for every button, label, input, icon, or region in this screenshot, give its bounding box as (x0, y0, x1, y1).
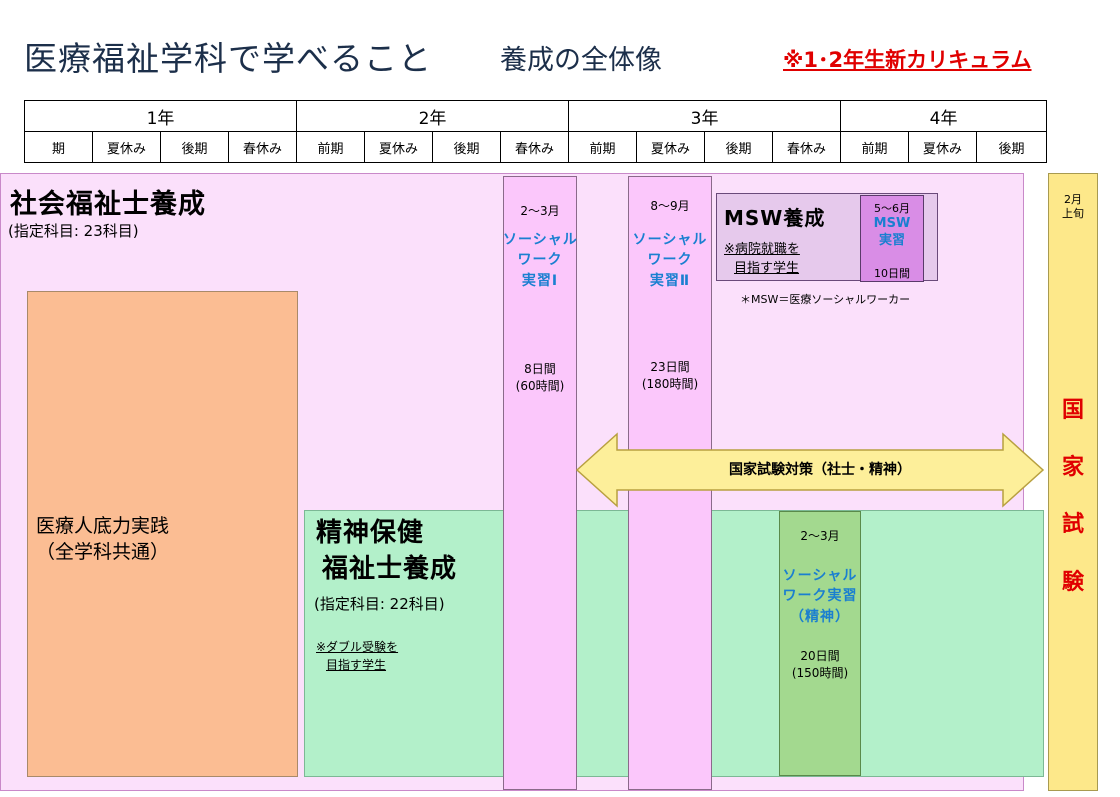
practicum-1-name-line1: ソーシャル (503, 232, 578, 248)
year-cell-2: 2年 (296, 100, 570, 132)
term-cell: 夏休み (364, 131, 434, 163)
msw-practicum-name: MSW 実習 (862, 216, 922, 250)
practicum-1-column (503, 176, 577, 790)
msw-practicum-box (860, 195, 924, 282)
mental-health-title-line2: 福祉士養成 (322, 553, 458, 584)
timeline-terms-row: 期 夏休み 後期 春休み 前期 夏休み 後期 春休み 前期 夏休み 後期 春休み… (24, 131, 1048, 163)
practicum-3-name-line2: ワーク実習 (782, 588, 858, 605)
practicum-3-duration: 20日間 (150時間) (779, 648, 861, 683)
term-cell: 前期 (840, 131, 910, 163)
mental-health-subtitle: (指定科目: 22科目) (314, 595, 445, 613)
practicum-1-name-line2: ワーク (517, 252, 563, 269)
msw-practicum-name-line1: MSW (873, 216, 911, 231)
national-exam-char: 国 (1061, 398, 1084, 423)
term-cell: 後期 (704, 131, 774, 163)
year-cell-4: 4年 (840, 100, 1048, 132)
practicum-1-days: 8日間 (524, 362, 556, 376)
term-cell: 春休み (500, 131, 570, 163)
term-cell: 春休み (772, 131, 842, 163)
practicum-3-name-line1: ソーシャル (782, 568, 858, 584)
term-cell: 夏休み (908, 131, 978, 163)
practicum-2-name-line2: ワーク (647, 252, 693, 269)
year-cell-1: 1年 (23, 100, 298, 132)
practicum-1-name-line3: 実習Ⅰ (521, 272, 559, 289)
practicum-3-period: 2〜3月 (800, 529, 840, 543)
mental-health-note-line1: ※ダブル受験を (316, 640, 399, 654)
mental-health-title-line1: 精神保健 (316, 518, 425, 548)
national-exam-char: 試 (1061, 512, 1084, 538)
msw-practicum-days: 10日間 (874, 267, 910, 280)
msw-note-line1: ※病院就職を (724, 242, 800, 257)
exam-prep-arrow (575, 432, 1045, 508)
practicum-2-duration: 23日間 (180時間) (628, 359, 712, 394)
page-title: 医療福祉学科で学べること (24, 39, 432, 78)
term-cell: 後期 (976, 131, 1048, 163)
term-cell: 後期 (160, 131, 229, 163)
term-cell: 夏休み (636, 131, 706, 163)
page-subtitle: 養成の全体像 (500, 45, 662, 76)
common-practice-block (27, 291, 298, 777)
term-cell: 夏休み (92, 131, 161, 163)
msw-practicum-name-line2: 実習 (878, 232, 905, 248)
term-cell: 後期 (432, 131, 502, 163)
national-exam-char: 家 (1061, 455, 1084, 481)
msw-footnote: ＊MSW＝医療ソーシャルワーカー (740, 293, 911, 306)
practicum-1-name: ソーシャル ワーク 実習Ⅰ (503, 230, 577, 291)
practicum-3-hours: (150時間) (791, 666, 849, 681)
national-exam-column (1048, 173, 1098, 791)
msw-practicum-period: 5〜6月 (874, 202, 910, 215)
national-exam-timing: 2月 上旬 (1048, 193, 1098, 222)
practicum-3-name-line3: （精神） (790, 608, 850, 625)
practicum-1-period: 2〜3月 (520, 204, 560, 218)
exam-prep-arrow-shape (575, 432, 1045, 508)
national-exam-char: 験 (1061, 569, 1084, 595)
msw-title: MSW養成 (724, 206, 826, 230)
term-cell: 春休み (227, 131, 298, 163)
msw-note: ※病院就職を 目指す学生 (724, 241, 800, 279)
practicum-2-name-line1: ソーシャル (632, 232, 708, 248)
common-practice-line2: （全学科共通） (36, 541, 170, 564)
term-cell: 前期 (568, 131, 638, 163)
mental-health-note: ※ダブル受験を 目指す学生 (316, 638, 398, 674)
national-exam-label: 国 家 試 験 (1048, 382, 1098, 611)
practicum-3-column (779, 511, 861, 776)
curriculum-note: ※1･2年生新カリキュラム (783, 48, 1032, 72)
timeline-table: 1年 2年 3年 4年 期 夏休み 後期 春休み 前期 夏休み 後期 春休み 前… (23, 100, 1048, 163)
social-work-subtitle: (指定科目: 23科目) (8, 222, 139, 240)
mental-health-note-line2: 目指す学生 (326, 658, 387, 672)
common-practice-line1: 医療人底力実践 (36, 515, 170, 537)
mental-health-title: 精神保健 福祉士養成 (316, 516, 457, 588)
exam-prep-label: 国家試験対策（社士・精神） (729, 462, 911, 478)
practicum-2-name-line3: 実習Ⅱ (649, 272, 691, 289)
practicum-2-hours: (180時間) (641, 377, 699, 392)
term-cell: 期 (24, 131, 93, 163)
term-cell: 前期 (296, 131, 366, 163)
practicum-3-days: 20日間 (800, 649, 840, 663)
practicum-2-days: 23日間 (650, 360, 690, 374)
social-work-title: 社会福祉士養成 (10, 189, 206, 220)
msw-note-line2: 目指す学生 (734, 260, 800, 276)
national-exam-month: 2月 (1064, 193, 1082, 206)
practicum-1-hours: (60時間) (515, 379, 565, 394)
common-practice-label: 医療人底力実践 （全学科共通） (36, 513, 169, 565)
year-cell-3: 3年 (568, 100, 842, 132)
practicum-1-duration: 8日間 (60時間) (503, 361, 577, 396)
timeline-years-row: 1年 2年 3年 4年 (23, 100, 1048, 132)
practicum-3-name: ソーシャル ワーク実習 （精神） (779, 566, 861, 627)
practicum-2-period: 8〜9月 (650, 199, 690, 213)
national-exam-period: 上旬 (1062, 207, 1084, 221)
practicum-2-name: ソーシャル ワーク 実習Ⅱ (628, 230, 712, 291)
